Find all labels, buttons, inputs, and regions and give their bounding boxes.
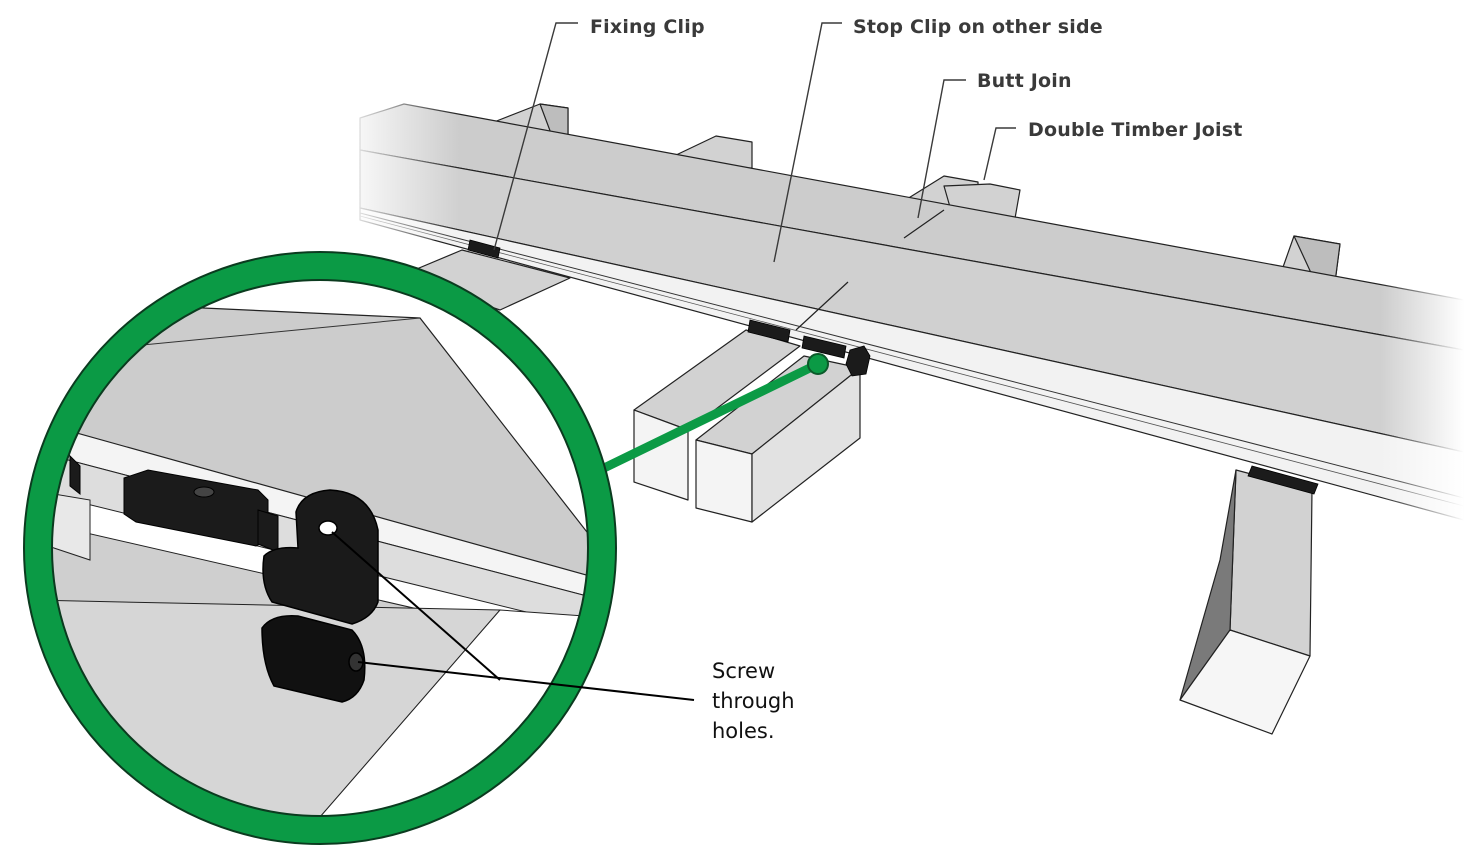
magnifier-ring-inner [51,279,589,817]
fixing-clip-icon [467,239,501,259]
fade-left [340,90,460,240]
double-joist-leader [983,127,1016,181]
screw-note-line-1: Screw [712,659,775,683]
magnifier-ring [24,252,616,844]
callout-labels: Fixing Clip Stop Clip on other side Butt… [590,16,1243,141]
screw-note-line-3: holes. [712,719,775,743]
fixing-clip-leader [493,22,578,251]
fade-right [1380,280,1464,540]
stop-clip-icon [845,345,871,377]
butt-join-leader [917,79,966,219]
joists-lower [399,249,1313,735]
screw-note: Screw through holes. [712,659,801,743]
screw-leaders [331,531,695,701]
deck-scene [340,90,1464,735]
fixing-clip-label: Fixing Clip [590,16,705,38]
magnified-inset: Screw through holes. [23,251,829,845]
deck-boards [359,103,1464,521]
inset-connector-dot [807,353,829,375]
double-timber-joist-label: Double Timber Joist [1028,119,1243,141]
board-clips [467,239,1319,495]
butt-join-label: Butt Join [977,70,1072,92]
inset-stop-clip-icon [261,489,379,703]
fixing-clip-icon [801,335,847,359]
stop-clip-leader [773,22,842,263]
fixing-clip-icon [747,319,791,343]
callout-leaders [493,22,1016,263]
stop-clip-label: Stop Clip on other side [853,16,1103,38]
fixing-clip-icon [1247,465,1319,495]
inset-connector [595,359,823,475]
magnifier-ring-outer [23,251,617,845]
inset-fixing-clip-icon [69,454,279,553]
screw-note-line-2: through [712,689,795,713]
